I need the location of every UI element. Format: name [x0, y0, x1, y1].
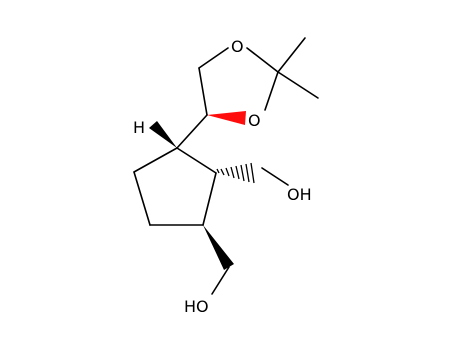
bond-methyl-upper — [277, 37, 306, 73]
bond-ch2-oh-right — [261, 167, 289, 186]
bond-o-top-cme2 — [246, 47, 279, 73]
bond-cme2-o-right — [264, 71, 279, 111]
atom-label-oh-right: OH — [287, 185, 312, 204]
atom-label-o-right: O — [248, 111, 261, 130]
bond-c2-c1 — [176, 147, 217, 174]
bond-ch2-c4 — [198, 67, 208, 116]
wedge-bond-c1-h — [149, 121, 177, 148]
wedge-bond-c4-o — [207, 111, 246, 125]
bond-c1-c5 — [133, 147, 178, 173]
bond-methyl-lower — [277, 71, 319, 99]
hashed-bond-c2-ch2 — [216, 162, 255, 184]
bond-ch2-o-top — [198, 47, 229, 69]
bond-ch2-oh-bottom — [211, 266, 230, 295]
bond-c5-c4 — [133, 171, 151, 226]
atom-label-h: H — [133, 118, 145, 137]
bond-c3-c2 — [202, 172, 217, 226]
atom-label-oh-bottom: HO — [184, 297, 209, 316]
atom-label-o-top: O — [231, 37, 244, 56]
wedge-bond-c3-ch2 — [203, 225, 234, 270]
bond-c4-c1 — [176, 114, 208, 149]
